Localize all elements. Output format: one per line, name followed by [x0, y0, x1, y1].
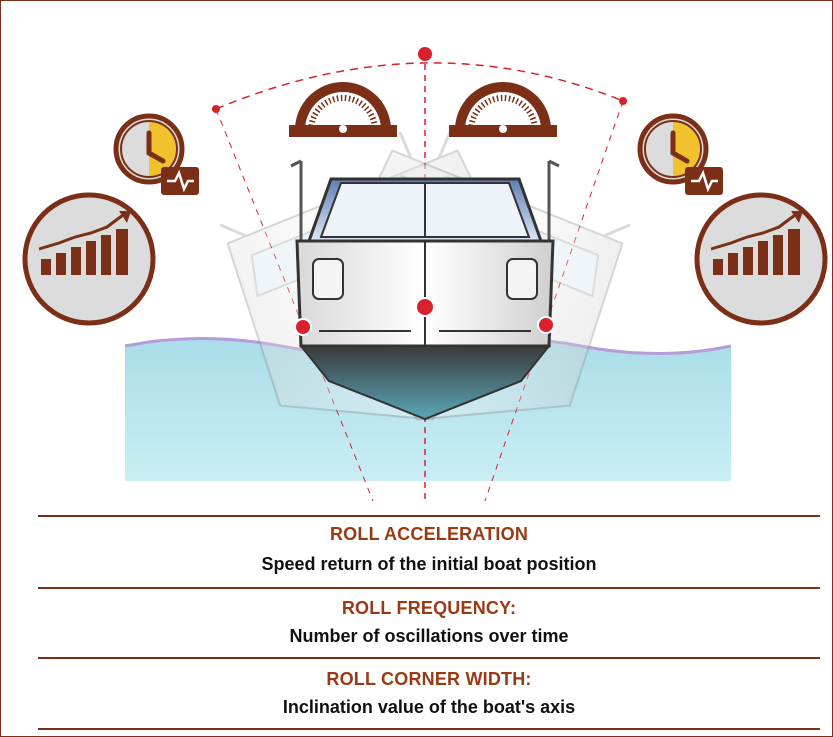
arc-marker-left	[212, 105, 220, 113]
section-title-roll-acceleration: ROLL ACCELERATION	[329, 524, 529, 544]
divider	[38, 728, 820, 730]
protractor-gauge-icon	[449, 82, 557, 137]
roll-marker-left	[294, 318, 312, 336]
clock-with-pulse-icon	[637, 113, 723, 195]
left-axis	[215, 108, 374, 502]
protractor-gauge-icon	[289, 82, 397, 137]
roll-marker-center	[415, 297, 435, 317]
section-title-roll-frequency: ROLL FREQUENCY:	[341, 598, 517, 618]
divider	[38, 587, 820, 589]
roll-marker-right	[537, 316, 555, 334]
section-description-roll-corner-width: Inclination value of the boat's axis	[282, 697, 576, 717]
boat-roll-illustration	[22, 47, 828, 502]
divider	[38, 515, 820, 517]
section-description-roll-frequency: Number of oscillations over time	[289, 626, 569, 646]
divider	[38, 657, 820, 659]
section-title-roll-corner-width: ROLL CORNER WIDTH:	[326, 669, 532, 689]
section-description-roll-acceleration: Speed return of the initial boat positio…	[261, 554, 597, 574]
main-boat	[290, 159, 560, 421]
clock-with-pulse-icon	[113, 113, 199, 195]
growth-chart-icon	[694, 192, 828, 326]
right-axis	[484, 100, 624, 502]
arc-marker-right	[619, 97, 627, 105]
swing-arc	[215, 62, 624, 110]
growth-chart-icon	[22, 192, 156, 326]
arc-marker-top	[418, 47, 432, 61]
